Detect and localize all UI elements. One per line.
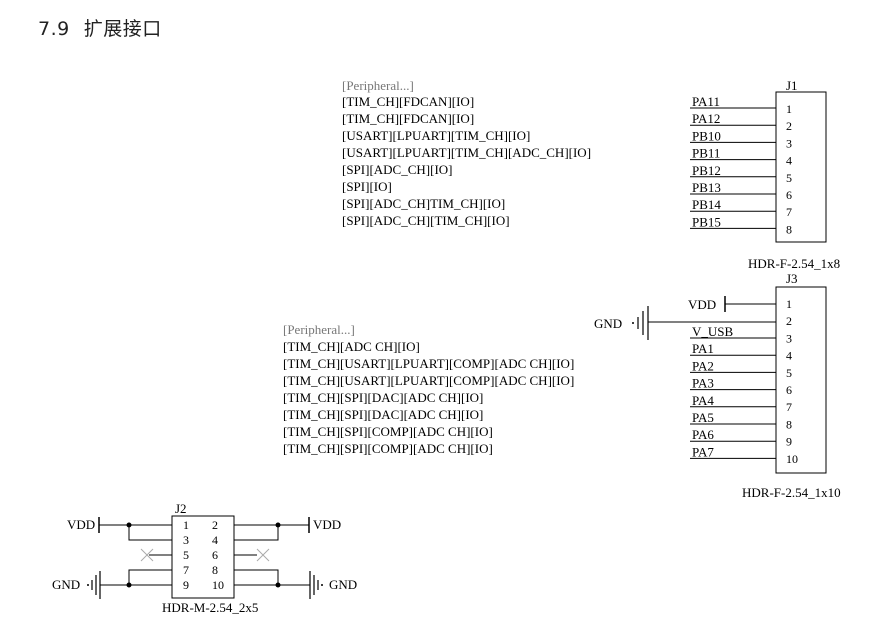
j2-pin-3: 3 xyxy=(183,533,189,547)
j1-function-7: [SPI][ADC_CH]TIM_CH][IO] xyxy=(342,196,505,211)
j3-footprint: HDR-F-2.54_1x10 xyxy=(742,485,841,500)
j2-right-gnd: GND xyxy=(257,569,357,599)
j3-function-2: [TIM_CH][USART][LPUART][COMP][ADC CH][IO… xyxy=(283,356,574,371)
j2-pin-2: 2 xyxy=(212,518,218,532)
j1-net-pb12: PB12 xyxy=(692,163,721,178)
j3-function-7: [TIM_CH][SPI][COMP][ADC CH][IO] xyxy=(283,441,493,456)
j1-function-4: [USART][LPUART][TIM_CH][ADC_CH][IO] xyxy=(342,145,591,160)
j1-net-pb15: PB15 xyxy=(692,214,721,229)
j2-left-vdd-label: VDD xyxy=(67,517,95,532)
j3-pin-1: 1 xyxy=(786,297,792,311)
j2-pin-5: 5 xyxy=(183,548,189,562)
j1-ref: J1 xyxy=(786,78,798,93)
j3-function-6: [TIM_CH][SPI][COMP][ADC CH][IO] xyxy=(283,424,493,439)
j3-peripheral-header: [Peripheral...] xyxy=(283,322,355,337)
j3-net-pa7: PA7 xyxy=(692,444,714,459)
j3-vdd-label: VDD xyxy=(688,297,716,312)
j1-pin-8: 8 xyxy=(786,222,792,236)
j3-function-1: [TIM_CH][ADC CH][IO] xyxy=(283,339,420,354)
j2-right-vdd: VDD xyxy=(257,517,341,541)
j3-net-pa1: PA1 xyxy=(692,341,714,356)
j2-right-vdd-label: VDD xyxy=(313,517,341,532)
j1-function-2: [TIM_CH][FDCAN][IO] xyxy=(342,111,474,126)
j3-ref: J3 xyxy=(786,271,798,286)
j1-peripheral-header: [Peripheral...] xyxy=(342,78,414,93)
j3-net-v-usb: V_USB xyxy=(692,324,734,339)
j1-pin-list: 1 2 3 4 5 6 7 8 xyxy=(786,102,792,236)
j2-pin-10: 10 xyxy=(212,578,224,592)
j2-pin-7: 7 xyxy=(183,563,189,577)
j1-net-pb13: PB13 xyxy=(692,180,721,195)
j3-body xyxy=(775,286,827,474)
j1-net-pb11: PB11 xyxy=(692,146,720,161)
j1-function-8: [SPI][ADC_CH][TIM_CH][IO] xyxy=(342,213,510,228)
j3-function-list: [TIM_CH][ADC CH][IO] [TIM_CH][USART][LPUA… xyxy=(283,339,574,456)
j3-vdd-symbol: VDD xyxy=(688,296,776,312)
j1-net-pa12: PA12 xyxy=(692,111,720,126)
section-number: 7.9 xyxy=(38,18,70,40)
j2-no-connect-5 xyxy=(140,548,154,562)
j1-pin-2: 2 xyxy=(786,119,792,133)
j1-function-3: [USART][LPUART][TIM_CH][IO] xyxy=(342,128,530,143)
j1-pin-4: 4 xyxy=(786,154,792,168)
j1-function-6: [SPI][IO] xyxy=(342,179,392,194)
j3-pin-5: 5 xyxy=(786,366,792,380)
j3-pin-3: 3 xyxy=(786,331,792,345)
j3-pin-list: 1 2 3 4 5 6 7 8 9 10 xyxy=(786,297,798,466)
j3-pin-4: 4 xyxy=(786,349,792,363)
j2-body xyxy=(171,515,235,599)
j3-net-pa5: PA5 xyxy=(692,410,714,425)
j1-function-5: [SPI][ADC_CH][IO] xyxy=(342,162,453,177)
j2-pin-8: 8 xyxy=(212,563,218,577)
j3-function-3: [TIM_CH][USART][LPUART][COMP][ADC CH][IO… xyxy=(283,373,574,388)
j3-pin-2: 2 xyxy=(786,314,792,328)
j2-no-connect-6 xyxy=(256,548,270,562)
j1-pin-7: 7 xyxy=(786,205,792,219)
section-title: 扩展接口 xyxy=(83,18,162,40)
j1-body xyxy=(775,91,827,243)
j2-left-gnd-label: GND xyxy=(52,577,80,592)
j3-function-5: [TIM_CH][SPI][DAC][ADC CH][IO] xyxy=(283,407,483,422)
j3-net-pa2: PA2 xyxy=(692,358,714,373)
j2-ref: J2 xyxy=(175,501,187,516)
j2-right-gnd-label: GND xyxy=(329,577,357,592)
j1-net-pb14: PB14 xyxy=(692,197,721,212)
j1-net-pa11: PA11 xyxy=(692,94,720,109)
section-heading: 7.9 扩展接口 xyxy=(38,14,162,41)
j3-pin-9: 9 xyxy=(786,435,792,449)
j3-pin-10: 10 xyxy=(786,452,798,466)
j1-function-list: [TIM_CH][FDCAN][IO] [TIM_CH][FDCAN][IO] [U… xyxy=(342,94,591,228)
j2-pin-4: 4 xyxy=(212,533,218,547)
j2-left-vdd: VDD xyxy=(67,517,149,541)
j3-pin-8: 8 xyxy=(786,417,792,431)
connector-j3: J3 HDR-F-2.54_1x10 [Peripheral...] [TIM_… xyxy=(283,271,841,500)
j1-function-1: [TIM_CH][FDCAN][IO] xyxy=(342,94,474,109)
j2-pin-6: 6 xyxy=(212,548,218,562)
j1-pin-1: 1 xyxy=(786,102,792,116)
j3-net-pa6: PA6 xyxy=(692,427,714,442)
j2-pin-9: 9 xyxy=(183,578,189,592)
j1-footprint: HDR-F-2.54_1x8 xyxy=(748,256,840,271)
j3-net-pa4: PA4 xyxy=(692,393,714,408)
j3-gnd-label: GND xyxy=(594,316,622,331)
j3-pin-7: 7 xyxy=(786,400,792,414)
j3-gnd-symbol: GND xyxy=(594,306,776,340)
j1-net-pb10: PB10 xyxy=(692,128,721,143)
j1-pin-5: 5 xyxy=(786,171,792,185)
j2-pin-1: 1 xyxy=(183,518,189,532)
j3-net-pa3: PA3 xyxy=(692,376,714,391)
connector-j1: J1 HDR-F-2.54_1x8 [Peripheral...] [TIM_C… xyxy=(342,78,840,271)
j1-pin-6: 6 xyxy=(786,188,792,202)
j2-left-gnd: GND xyxy=(52,569,149,599)
j1-pin-3: 3 xyxy=(786,136,792,150)
j2-footprint: HDR-M-2.54_2x5 xyxy=(162,600,258,615)
j3-function-4: [TIM_CH][SPI][DAC][ADC CH][IO] xyxy=(283,390,483,405)
j3-pin-6: 6 xyxy=(786,383,792,397)
